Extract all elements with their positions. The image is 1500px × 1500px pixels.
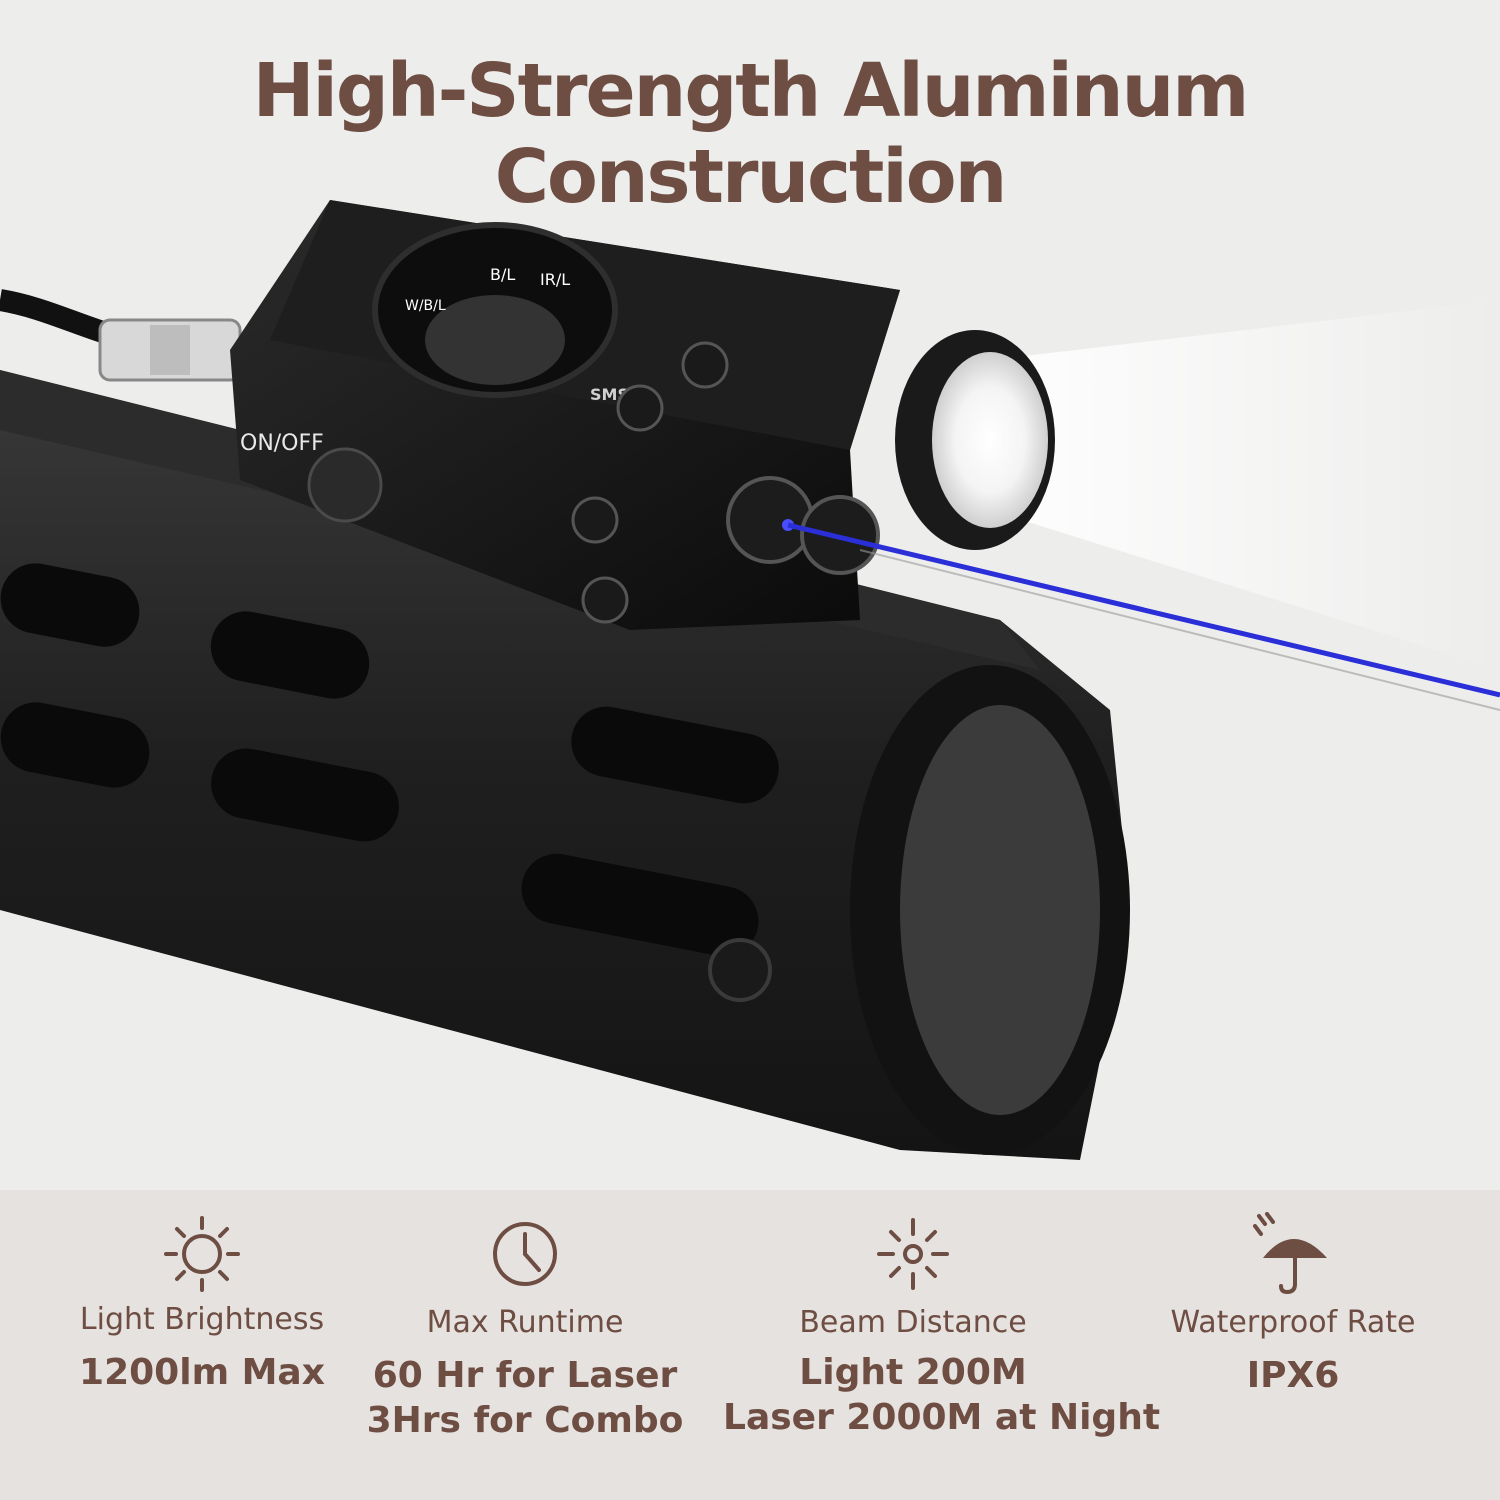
feature-value-line: 1200lm Max <box>79 1352 325 1393</box>
feature-value: IPX6 <box>1103 1353 1483 1398</box>
feature-value-line: 3Hrs for Combo <box>366 1400 684 1441</box>
feature-value: Light 200M Laser 2000M at Night <box>723 1350 1161 1440</box>
switch-label: ON/OFF <box>240 431 324 456</box>
feature-value-line: 60 Hr for Laser <box>372 1355 678 1396</box>
feature-value: 60 Hr for Laser 3Hrs for Combo <box>335 1353 715 1443</box>
clock-icon <box>493 1222 557 1286</box>
feature-label: Light Brightness <box>79 1302 325 1337</box>
dial-mode-irl: IR/L <box>540 270 570 289</box>
sun-icon <box>164 1216 240 1292</box>
beam-icon <box>877 1218 949 1290</box>
feature-value-line: Laser 2000M at Night <box>723 1397 1161 1438</box>
product-illustration: B/L IR/L W/B/L SMS ON/OFF <box>0 200 1500 1160</box>
feature-band: Light Brightness 1200lm Max Max Runtime … <box>0 1190 1500 1500</box>
page-title: High-Strength Aluminum Construction <box>252 48 1250 220</box>
laser-beam <box>787 522 1500 698</box>
light-beam <box>990 300 1500 670</box>
dial-mode-wbl: W/B/L <box>405 298 446 314</box>
handguard <box>0 370 1130 1160</box>
feature-label: Beam Distance <box>799 1305 1027 1340</box>
umbrella-rain-icon <box>1253 1212 1327 1295</box>
feature-label: Waterproof Rate <box>1170 1305 1416 1340</box>
feature-value: 1200lm Max <box>12 1350 392 1395</box>
feature-value-line: Light 200M <box>799 1352 1027 1393</box>
laser-light-unit: B/L IR/L W/B/L SMS ON/OFF <box>230 200 1055 630</box>
dial-mode-bl: B/L <box>490 265 515 284</box>
feature-value-line: IPX6 <box>1246 1355 1340 1396</box>
feature-label: Max Runtime <box>426 1305 624 1340</box>
